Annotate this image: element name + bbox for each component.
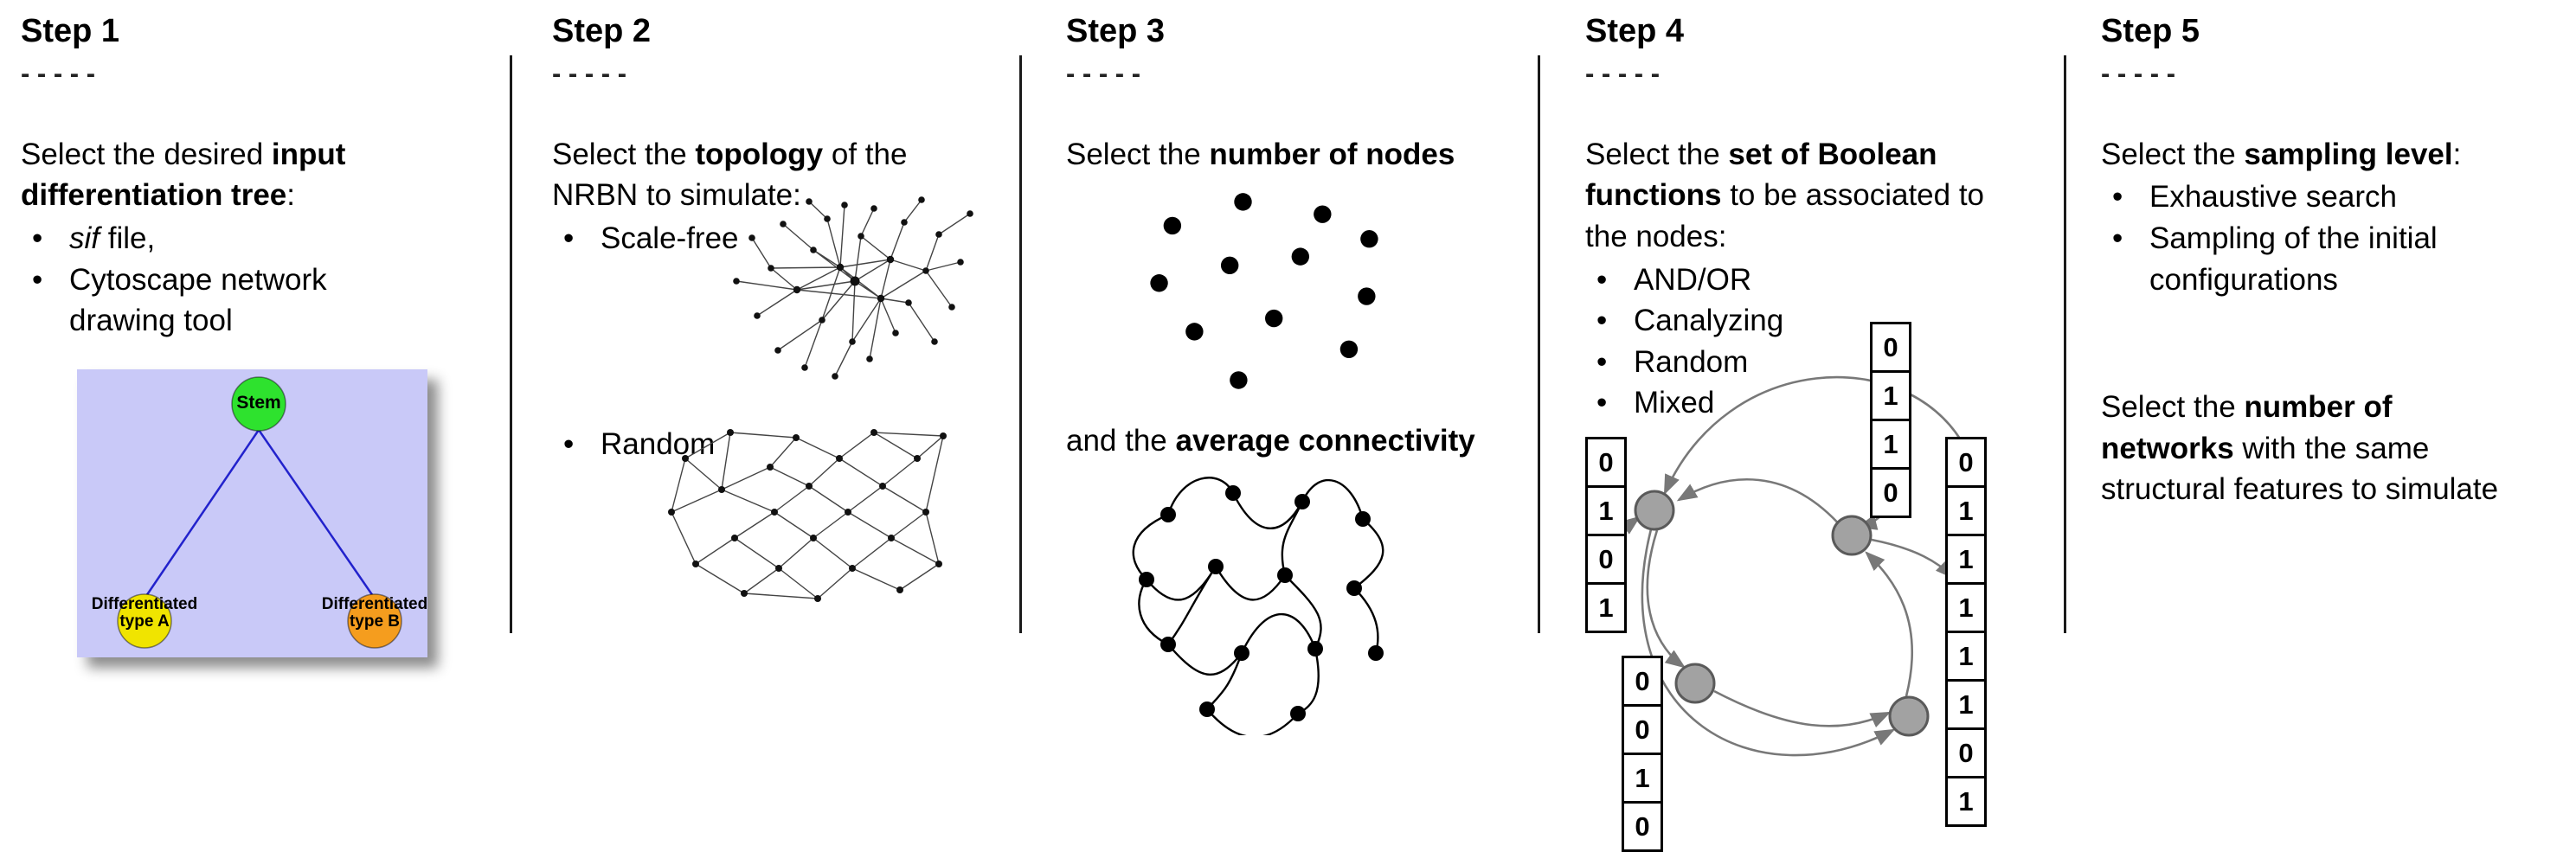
column-divider xyxy=(510,55,512,633)
truth-table-cell: 1 xyxy=(1585,582,1627,633)
gene-node xyxy=(1888,695,1930,737)
tree-edge-right xyxy=(257,429,375,597)
bullet-sampling: Sampling of the initial configurations xyxy=(2101,218,2504,300)
differentiation-tree-svg xyxy=(77,369,427,657)
type-a-label: Differentiated type A xyxy=(91,595,198,631)
step-5-dashes: - - - - - xyxy=(2101,57,2176,88)
truth-table-right: 0 1 1 1 1 1 0 1 xyxy=(1945,437,1987,827)
step-1-bullet-list: sif file, Cytoscape network drawing tool xyxy=(21,218,497,342)
step-2-bullet-list: Scale-free Random xyxy=(552,218,1019,464)
step-2-column: Step 2 - - - - - Select the topology of … xyxy=(552,0,1019,850)
bullet-mixed: Mixed xyxy=(1585,382,2061,424)
step-5-networks: Select the number of networks with the s… xyxy=(2101,387,2573,510)
step-5-bullet-list: Exhaustive search Sampling of the initia… xyxy=(2101,176,2573,300)
differentiated-b-node xyxy=(347,593,402,649)
step-1-title: Step 1 xyxy=(21,13,120,49)
bullet-scale-free: Scale-free xyxy=(552,218,1019,259)
step-3-intro: Select the number of nodes xyxy=(1066,137,1455,171)
gene-node xyxy=(1674,663,1716,704)
step-4-dashes: - - - - - xyxy=(1585,57,1661,88)
truth-table-cell: 0 xyxy=(1622,656,1663,707)
truth-table-cell: 1 xyxy=(1945,582,1987,633)
truth-table-cell: 1 xyxy=(1945,776,1987,827)
truth-table-cell: 0 xyxy=(1585,437,1627,488)
truth-table-cell: 0 xyxy=(1585,534,1627,585)
networks-line-1: Select the number of xyxy=(2101,390,2393,425)
truth-table-cell: 1 xyxy=(1945,631,1987,682)
step-4-column: Step 4 - - - - - Select the set of Boole… xyxy=(1585,0,2061,852)
boolean-network-graphic: 0 1 1 0 0 1 0 1 0 0 1 0 0 1 1 1 1 1 0 1 xyxy=(1585,322,1992,852)
step-4-title: Step 4 xyxy=(1585,13,1685,49)
bullet-sif-file: sif file, xyxy=(21,218,389,259)
step-3-column: Step 3 - - - - - Select the number of no… xyxy=(1066,0,1538,850)
stem-node xyxy=(231,376,286,432)
step-2-dashes: - - - - - xyxy=(552,57,627,88)
connectivity-network-graphic xyxy=(1132,477,1384,735)
column-divider xyxy=(1019,55,1022,633)
bullet-exhaustive: Exhaustive search xyxy=(2101,176,2573,218)
step-3-connectivity: and the average connectivity xyxy=(1066,424,1475,458)
truth-table-cell: 0 xyxy=(1622,801,1663,852)
truth-table-cell: 0 xyxy=(1870,322,1911,373)
scale-free-network-graphic xyxy=(733,196,973,380)
stem-label: Stem xyxy=(236,393,281,413)
step-2-title: Step 2 xyxy=(552,13,652,49)
column-divider xyxy=(1538,55,1540,633)
bullet-random: Random xyxy=(552,424,1019,465)
bullet-random-fn: Random xyxy=(1585,342,2061,383)
truth-table-cell: 0 xyxy=(1945,727,1987,778)
step-5-title: Step 5 xyxy=(2101,13,2200,49)
tree-edge-left xyxy=(145,429,260,597)
truth-table-cell: 1 xyxy=(1945,679,1987,730)
truth-table-cell: 1 xyxy=(1585,485,1627,536)
boolean-network-svg xyxy=(1619,375,1964,757)
type-b-label: Differentiated type B xyxy=(321,595,428,631)
step-1-dashes: - - - - - xyxy=(21,57,96,88)
step-5-intro: Select the sampling level: xyxy=(2101,137,2462,171)
networks-line-3: structural features to simulate xyxy=(2101,472,2499,507)
truth-table-cell: 1 xyxy=(1622,753,1663,804)
step-3-dashes: - - - - - xyxy=(1066,57,1141,88)
bullet-and-or: AND/OR xyxy=(1585,259,2061,301)
networks-line-2: networks with the same xyxy=(2101,431,2430,465)
truth-table-cell: 0 xyxy=(1870,467,1911,518)
nodes-scatter-graphic xyxy=(1150,193,1378,389)
gene-node xyxy=(1634,490,1675,531)
truth-table-top: 0 1 1 0 xyxy=(1870,322,1911,518)
random-network-graphic xyxy=(668,429,947,602)
truth-table-cell: 1 xyxy=(1870,419,1911,470)
step-3-title: Step 3 xyxy=(1066,13,1166,49)
gene-node xyxy=(1831,515,1873,556)
truth-table-cell: 1 xyxy=(1945,534,1987,585)
bullet-cytoscape: Cytoscape network drawing tool xyxy=(21,259,389,342)
truth-table-cell: 0 xyxy=(1945,437,1987,488)
step-4-bullet-list: AND/OR Canalyzing Random Mixed xyxy=(1585,259,2061,424)
step-1-intro: Select the desired input differentiation… xyxy=(21,137,346,213)
truth-table-bottom: 0 0 1 0 xyxy=(1622,656,1663,852)
bullet-canalyzing: Canalyzing xyxy=(1585,300,2061,342)
step-4-intro: Select the set of Boolean functions to b… xyxy=(1585,137,1985,253)
truth-table-cell: 1 xyxy=(1945,485,1987,536)
step-1-column: Step 1 - - - - - Select the desired inpu… xyxy=(21,0,497,850)
step-2-intro: Select the topology of the NRBN to simul… xyxy=(552,137,908,213)
step-5-column: Step 5 - - - - - Select the sampling lev… xyxy=(2101,0,2573,850)
column-divider xyxy=(2064,55,2066,633)
truth-table-cell: 0 xyxy=(1622,704,1663,755)
truth-table-cell: 1 xyxy=(1870,370,1911,421)
truth-table-left: 0 1 0 1 xyxy=(1585,437,1627,633)
differentiated-a-node xyxy=(117,593,172,649)
differentiation-tree-graphic: Stem Differentiated type A Differentiate… xyxy=(77,369,427,657)
